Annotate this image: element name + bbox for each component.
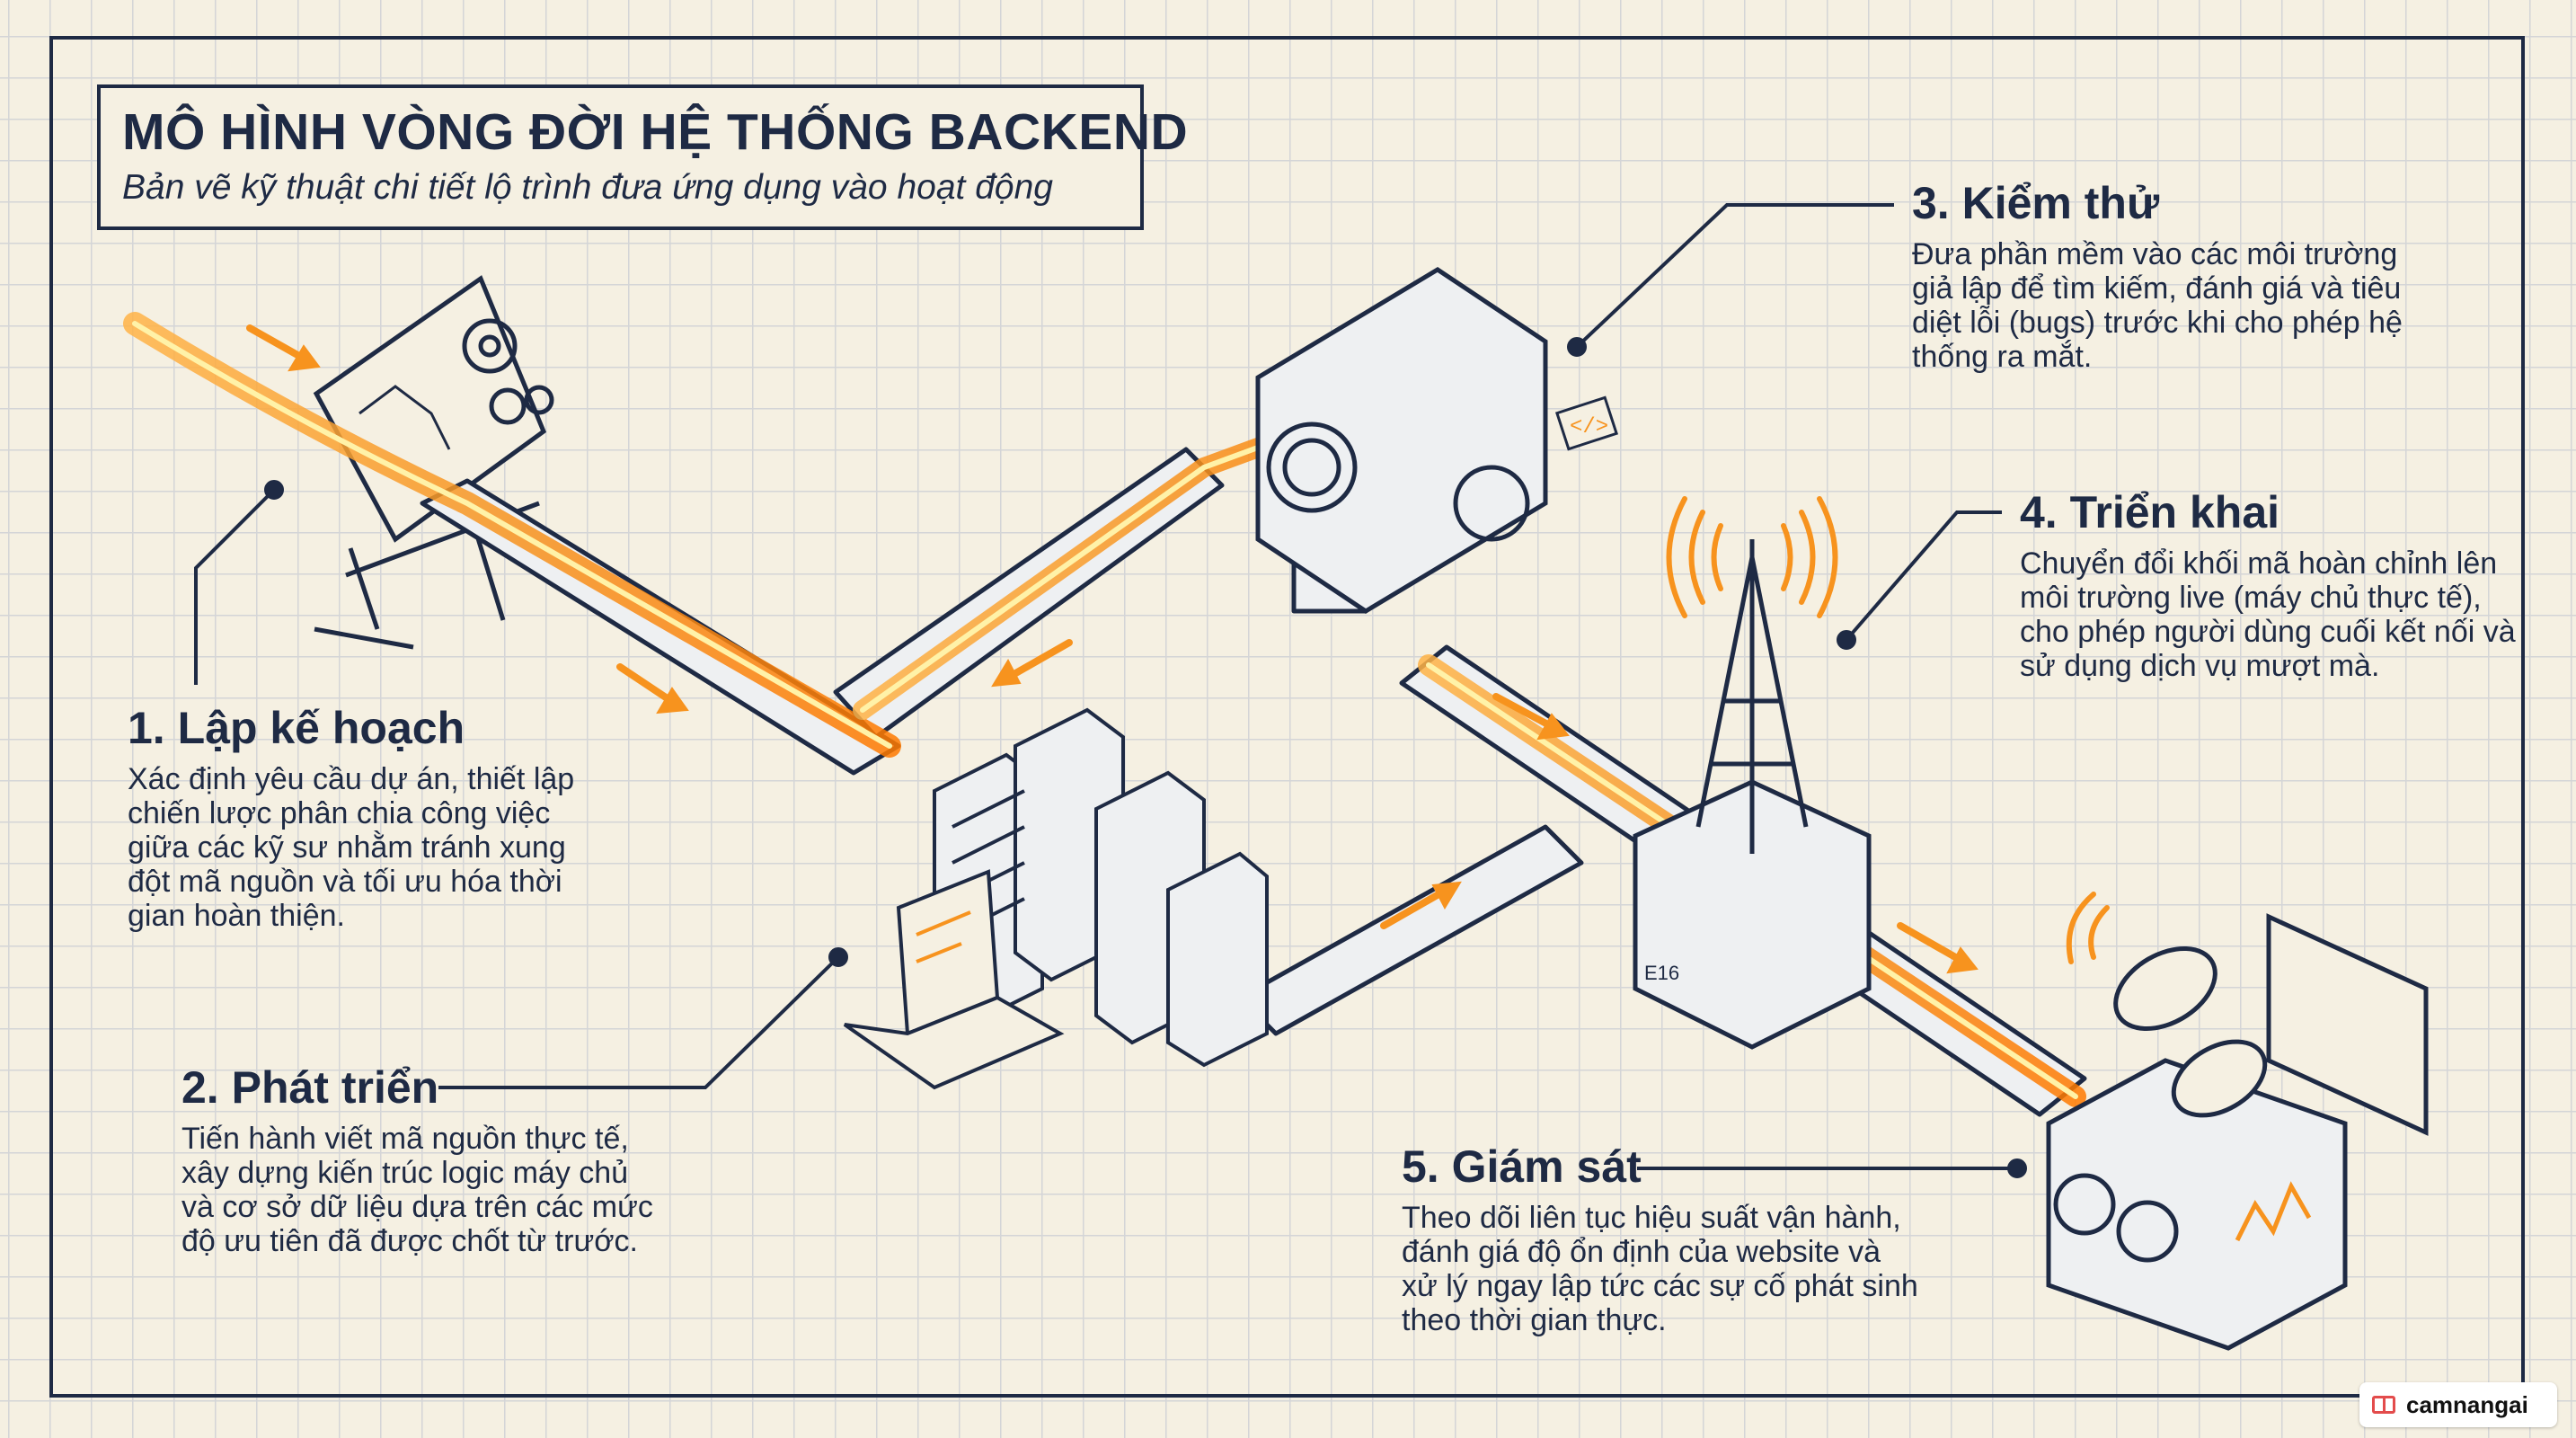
step-description: Đưa phần mềm vào các môi trường giả lập …: [1912, 237, 2403, 374]
step-title: 1. Lập kế hoạch: [128, 703, 465, 753]
step-description: Chuyển đổi khối mã hoàn chỉnh lên môi tr…: [2020, 546, 2516, 683]
svg-text:E16: E16: [1644, 962, 1679, 984]
step-monitoring: 5. Giám sát Theo dõi liên tục hiệu suất …: [1402, 1140, 1923, 1337]
svg-text:</>: </>: [1570, 415, 1608, 439]
page-subtitle: Bản vẽ kỹ thuật chi tiết lộ trình đưa ứn…: [122, 168, 1053, 207]
step-title: 2. Phát triển: [181, 1062, 439, 1113]
step-deployment: 4. Triển khai Chuyển đổi khối mã hoàn ch…: [2020, 485, 2523, 683]
flow-arrows: [246, 324, 1978, 974]
step-description: Theo dõi liên tục hiệu suất vận hành, đá…: [1402, 1201, 1918, 1337]
leader-lines: [194, 203, 2027, 1178]
book-icon: [2372, 1396, 2395, 1414]
monitoring-station-icon: [2046, 913, 2429, 1351]
step-title: 5. Giám sát: [1402, 1141, 1642, 1192]
step-development: 2. Phát triển Tiến hành viết mã nguồn th…: [181, 1061, 658, 1258]
step-testing: 3. Kiểm thử Đưa phần mềm vào các môi trư…: [1912, 176, 2415, 374]
leader-line-deployment: [1845, 510, 2002, 642]
deployment-tower-icon: E16: [1633, 539, 1872, 1050]
page-title: MÔ HÌNH VÒNG ĐỜI HỆ THỐNG BACKEND: [122, 103, 1189, 161]
step-description: Tiến hành viết mã nguồn thực tế, xây dựn…: [181, 1122, 653, 1258]
leader-line-planning: [194, 488, 276, 685]
watermark-text: camnangai: [2406, 1390, 2528, 1418]
title-box: MÔ HÌNH VÒNG ĐỜI HỆ THỐNG BACKEND Bản vẽ…: [97, 84, 1189, 230]
signal-waves-icon: [1666, 496, 1838, 618]
dish-signal-icon: [2066, 892, 2110, 964]
blueprint-frame: [49, 36, 2525, 1398]
drafting-table-icon: [313, 275, 554, 650]
watermark-badge[interactable]: camnangai: [2359, 1382, 2557, 1427]
testing-chamber-icon: [1255, 267, 1548, 614]
step-title: 3. Kiểm thử: [1912, 178, 2160, 228]
code-tag-icon: </>: [1554, 395, 1619, 451]
step-title: 4. Triển khai: [2020, 487, 2280, 537]
leader-line-development: [438, 955, 840, 1089]
leader-line-testing: [1575, 203, 1894, 349]
step-description: Xác định yêu cầu dự án, thiết lập chiến …: [128, 762, 575, 933]
laptop-icon: [843, 869, 1065, 1090]
step-planning: 1. Lập kế hoạch Xác định yêu cầu dự án, …: [128, 701, 613, 933]
